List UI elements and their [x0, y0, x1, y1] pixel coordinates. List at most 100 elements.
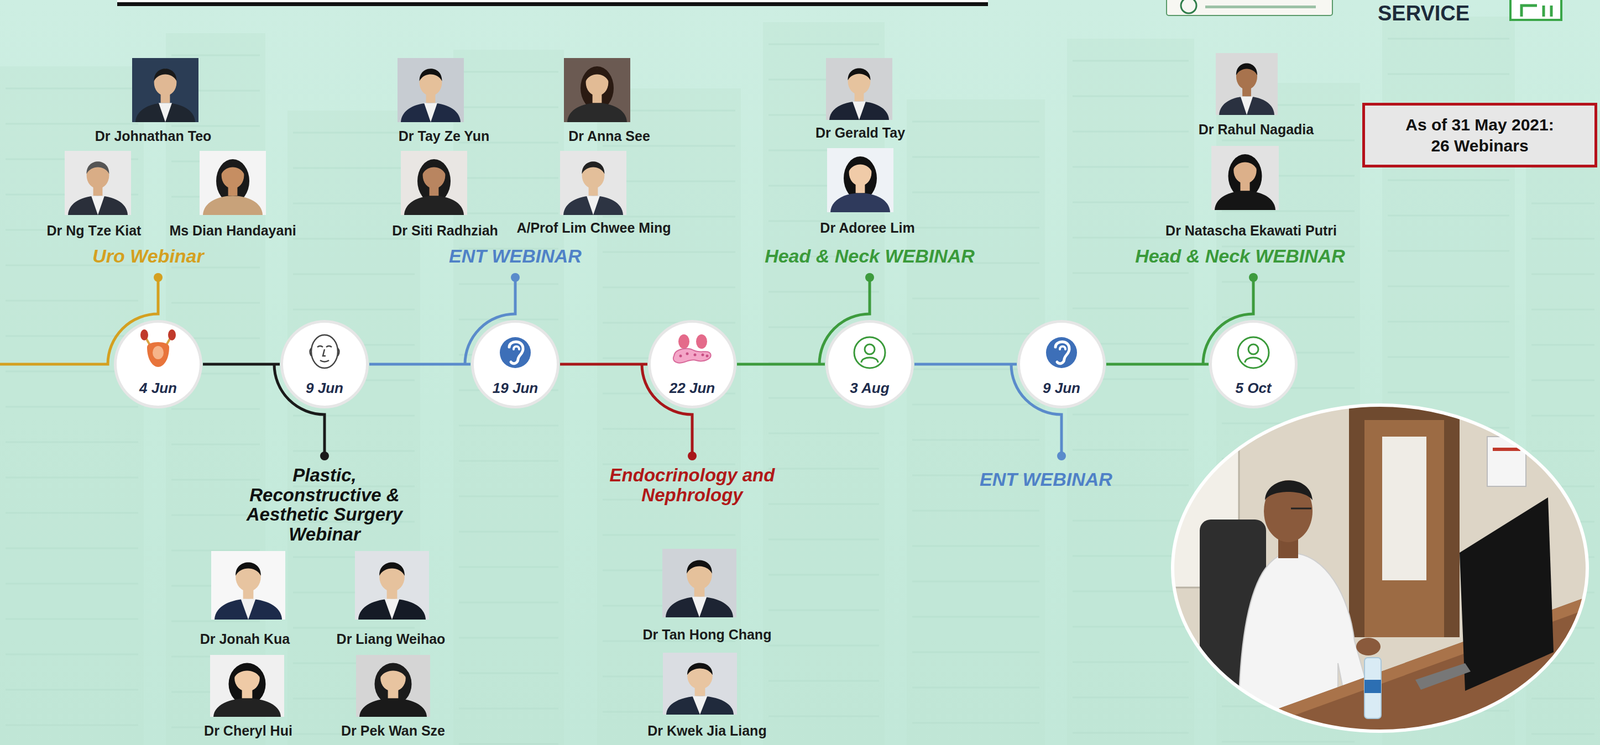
building-floor	[5, 441, 139, 444]
building-floor	[171, 302, 260, 305]
date-text: 9 Jun	[1042, 379, 1081, 397]
building-floor	[171, 479, 260, 481]
building-floor	[458, 637, 559, 640]
building-floor	[1072, 555, 1189, 558]
webinar-title: Head & Neck WEBINAR	[1135, 245, 1346, 268]
building-floor	[458, 602, 559, 604]
building-floor	[1072, 131, 1189, 133]
building-floor	[768, 503, 880, 506]
building-floor	[5, 618, 139, 621]
endo-icon	[673, 334, 711, 364]
building-floor	[458, 319, 559, 321]
building-floor	[458, 495, 559, 498]
doctor-name: Dr Natascha Ekawati Putri	[1165, 222, 1337, 239]
building-floor	[458, 106, 559, 109]
building-floor	[293, 415, 415, 417]
building-floor	[912, 581, 1040, 583]
photo-frame	[1172, 405, 1588, 732]
doctor-name: Dr Siti Radhziah	[391, 222, 499, 239]
building-floor	[5, 406, 139, 409]
branch-dot	[320, 451, 329, 461]
building-floor	[912, 191, 1040, 194]
date-circle: 4 Jun	[113, 319, 203, 410]
doctor-name: Dr Ng Tze Kiat	[46, 222, 142, 239]
building-floor	[171, 125, 260, 128]
doctor-photo	[662, 652, 737, 715]
date-text: 5 Oct	[1235, 379, 1272, 397]
building	[287, 110, 421, 745]
building-floor	[912, 227, 1040, 229]
building-floor	[1387, 179, 1510, 182]
building-floor	[458, 708, 559, 710]
building-floor	[293, 238, 415, 240]
building-floor	[1072, 626, 1189, 629]
timeline-segment	[736, 363, 825, 366]
branch-dot	[1248, 273, 1258, 282]
uro-icon	[140, 329, 176, 368]
building-floor	[1072, 697, 1189, 699]
building-floor	[1531, 273, 1595, 276]
building-floor	[768, 291, 880, 294]
building-floor	[293, 309, 415, 311]
doctor-name: Dr Kwek Jia Liang	[647, 723, 767, 740]
branch-dot	[153, 273, 163, 282]
branch-dot	[687, 451, 697, 461]
doctor-name: Ms Dian Handayani	[169, 222, 296, 239]
branch-dot	[865, 273, 875, 282]
building-floor	[5, 724, 139, 727]
building-floor	[1072, 591, 1189, 593]
building-floor	[5, 512, 139, 515]
doctor-photo	[827, 148, 894, 213]
doctor-photo	[356, 655, 431, 718]
building-floor	[768, 468, 880, 470]
building-floor	[1072, 60, 1189, 62]
building-floor	[1221, 281, 1355, 284]
timeline-segment	[1106, 363, 1209, 366]
building-floor	[1387, 321, 1510, 323]
desk-photo	[1172, 405, 1588, 732]
building-floor	[768, 645, 880, 647]
building-floor	[1531, 698, 1595, 700]
building-floor	[458, 672, 559, 675]
building-floor	[768, 574, 880, 577]
doctor-name: Dr Rahul Nagadia	[1198, 121, 1314, 138]
building-floor	[602, 145, 736, 148]
doctor-photo	[560, 150, 627, 216]
building-floor	[171, 267, 260, 269]
timeline-segment	[560, 363, 648, 366]
building-floor	[5, 689, 139, 692]
building-floor	[293, 132, 415, 134]
background-city	[0, 16, 1600, 745]
doctor-photo	[64, 150, 132, 216]
doctor-photo	[354, 551, 430, 620]
building-floor	[293, 273, 415, 276]
table-border	[117, 2, 988, 7]
ent-icon	[1046, 337, 1077, 369]
status-text: As of 31 May 2021: 26 Webinars	[1399, 114, 1561, 156]
webinar-title: Endocrinology and Nephrology	[598, 465, 787, 505]
building-floor	[602, 216, 736, 218]
building-floor	[1072, 95, 1189, 98]
institute-logo	[1166, 0, 1333, 16]
webinar-title: Head & Neck WEBINAR	[764, 245, 975, 268]
building-floor	[5, 300, 139, 302]
date-circle: 9 Jun	[279, 319, 370, 410]
building-floor	[5, 477, 139, 479]
building-floor	[458, 283, 559, 286]
doctor-photo	[199, 150, 266, 216]
date-text: 9 Jun	[305, 379, 344, 397]
building-floor	[768, 432, 880, 435]
doctor-photo	[211, 551, 286, 620]
building-floor	[912, 121, 1040, 123]
date-circle: 9 Jun	[1016, 319, 1107, 410]
building-floor	[768, 715, 880, 718]
building-floor	[912, 687, 1040, 689]
branch-dot	[510, 273, 520, 282]
date-text: 4 Jun	[139, 379, 177, 397]
doctor-name: Dr Adoree Lim	[819, 220, 915, 237]
ent-icon	[499, 337, 531, 369]
doctor-name: Dr Tay Ze Yun	[398, 128, 490, 145]
webinar-title: Plastic, Reconstructive & Aesthetic Surg…	[233, 465, 416, 545]
date-circle: 19 Jun	[470, 319, 561, 410]
building-floor	[602, 251, 736, 254]
